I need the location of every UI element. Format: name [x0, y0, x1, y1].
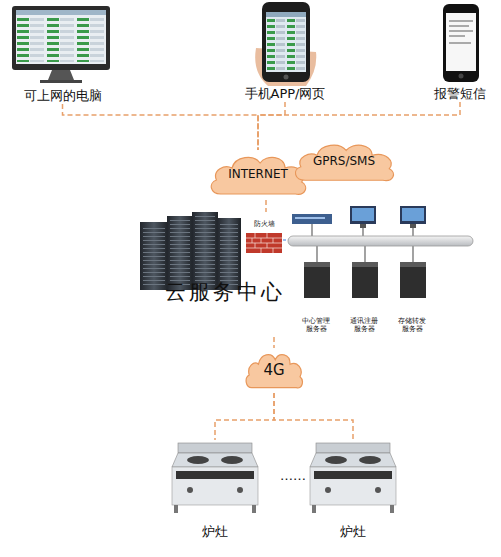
dashed-connector — [273, 337, 275, 348]
node-label: 可上网的电脑 — [24, 89, 102, 104]
dashed-connector — [63, 104, 259, 150]
node-label: 手机APP/网页 — [245, 87, 326, 102]
ellipsis-label: …… — [280, 468, 306, 483]
stove-drawing — [172, 443, 258, 513]
stove-node: 炉灶 — [170, 440, 260, 540]
dashed-connector — [258, 102, 285, 150]
sms-node: 报警短信 — [420, 0, 500, 102]
phone-app — [255, 2, 316, 86]
4g-cloud: 4G — [243, 348, 305, 393]
firewall-node: 防火墙 — [243, 220, 285, 256]
node-label: GPRS/SMS — [313, 155, 375, 169]
node-label: 存储转发服务器 — [395, 317, 429, 333]
dashed-connector — [274, 393, 353, 440]
phone-node: 手机APP/网页 — [225, 0, 345, 102]
stove-drawing — [310, 443, 396, 513]
sms-phone — [443, 4, 479, 82]
server-racks — [140, 212, 241, 290]
network-bus — [288, 206, 473, 298]
pc-monitor — [12, 6, 110, 83]
firewall-wall — [246, 233, 282, 253]
node-label: 中心管理服务器 — [299, 317, 333, 333]
node-label: 云服务中心 — [165, 280, 285, 304]
dashed-connector — [258, 102, 460, 150]
dashed-connector — [265, 200, 267, 212]
node-label: 通讯注册服务器 — [347, 317, 381, 333]
node-label: 防火墙 — [254, 220, 275, 228]
server-node: 存储转发服务器 — [389, 258, 435, 333]
node-label: 报警短信 — [434, 87, 486, 102]
dashed-connector — [215, 393, 274, 440]
computer-node: 可上网的电脑 — [5, 2, 120, 104]
node-label: INTERNET — [228, 168, 288, 182]
server-node: 中心管理服务器 — [293, 258, 339, 333]
gprs-cloud: GPRS/SMS — [290, 138, 398, 186]
node-label: 4G — [263, 362, 284, 379]
node-label: 炉灶 — [340, 525, 366, 540]
cloud-center: 云服务中心 防火墙中心管理服务器通讯注册服务器存储转发服务器 — [135, 212, 480, 337]
node-label: 炉灶 — [202, 525, 228, 540]
server-node: 通讯注册服务器 — [341, 258, 387, 333]
internet-cloud: INTERNET — [206, 150, 310, 200]
stove-node: 炉灶 — [308, 440, 398, 540]
